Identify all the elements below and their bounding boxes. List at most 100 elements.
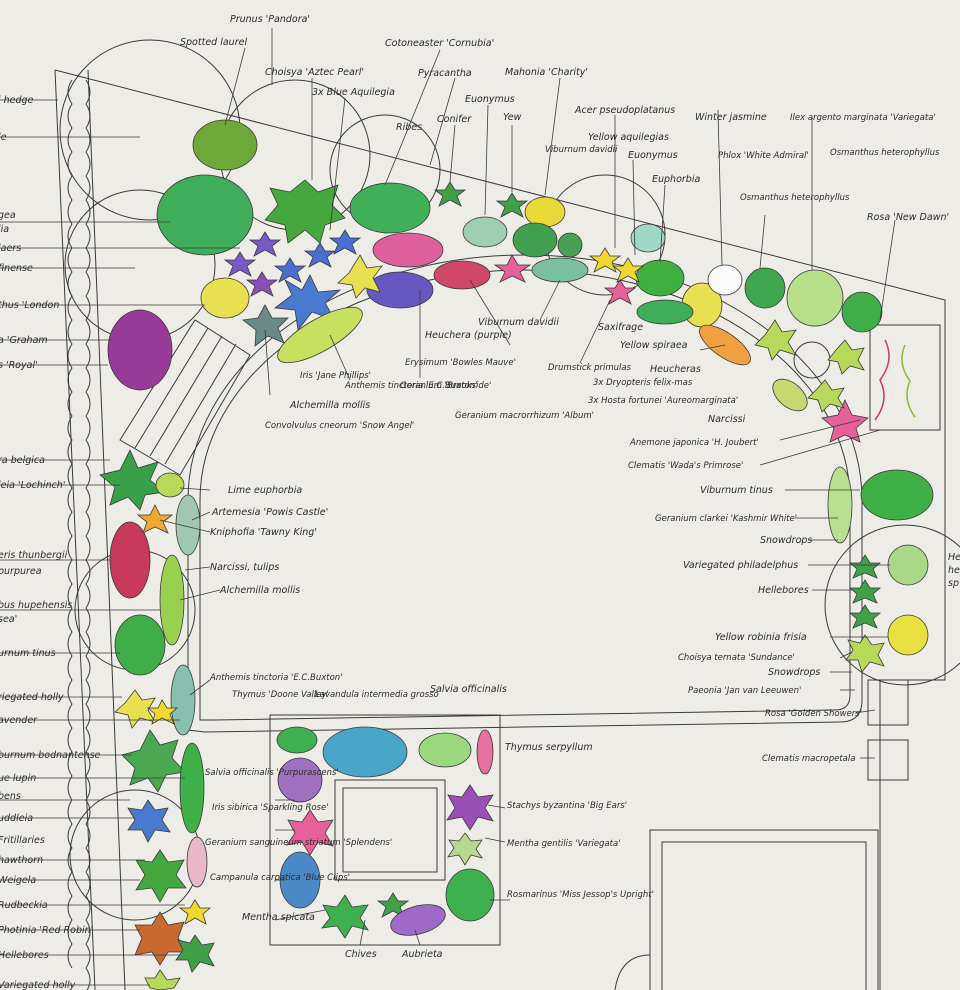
plant-gray — [241, 304, 289, 347]
plant-heuchera — [433, 260, 491, 290]
label-anemone: Anemone japonica 'H. Joubert' — [629, 438, 759, 448]
plant-drumstick — [493, 254, 532, 283]
label-buddleia: uddleia — [0, 813, 33, 824]
label-lavender: avender — [0, 715, 38, 726]
plant-spotted-laurel — [192, 119, 258, 171]
plant-rosmarinus — [445, 868, 495, 922]
plant-yew — [524, 196, 566, 228]
label-robinia: Yellow robinia frisia — [715, 632, 807, 643]
label-narcissi-1: Narcissi — [708, 414, 746, 425]
label-graham: a 'Graham — [0, 335, 48, 346]
label-hosta: 3x Hosta fortunei 'Aureomarginata' — [588, 396, 738, 406]
plant-lavandula — [322, 726, 408, 778]
plant-thymus-doone — [276, 726, 318, 754]
plant-erysimum — [366, 271, 434, 309]
plant-viburnum-2 — [557, 232, 583, 258]
label-lochinch: leia 'Lochinch' — [0, 480, 65, 491]
label-geranium-sang: Geranium sanguineum striatum 'Splendens' — [205, 838, 392, 848]
plant-anthemis — [277, 306, 363, 364]
label-variegated-philadelphus: Variegated philadelphus — [683, 560, 798, 571]
label-thymus-doone: Thymus 'Doone Valley' — [232, 690, 329, 700]
plant-viburnum — [512, 222, 558, 258]
label-paeonia: Paeonia 'Jan van Leeuwen' — [688, 686, 801, 696]
plant-climber-rose — [874, 339, 890, 421]
label-rosa-newdawn: Rosa 'New Dawn' — [867, 212, 949, 223]
herb-bed-centre — [334, 779, 446, 881]
label-erysimum: Erysimum 'Bowles Mauve' — [405, 358, 516, 368]
plant-chives-2 — [376, 892, 410, 918]
label-viburnum-tinus-r: Viburnum tinus — [700, 485, 773, 496]
label-rudbeckia: Rudbeckia — [0, 900, 48, 911]
label-lavandula: Lavandula intermedia grosso — [315, 690, 439, 700]
plant-hellebore-r3 — [848, 604, 882, 629]
label-hellebores-r: Hellebores — [758, 585, 809, 596]
label-ribes: Ribes — [396, 122, 422, 133]
plant-fern-3 — [807, 379, 845, 413]
label-hupehensis: bus hupehensis — [0, 600, 72, 611]
label-salvia-off: Salvia officinalis — [430, 684, 507, 695]
plant-hellebore-r1 — [848, 554, 882, 579]
plant-salvia-purp — [277, 757, 323, 803]
label-cotoneaster: Cotoneaster 'Cornubia' — [385, 38, 494, 49]
label-viburnum-davidii-2: Viburnum davidii — [478, 317, 559, 328]
label-thymus-serp: Thymus serpyllum — [505, 742, 593, 753]
plant-climber-clem — [901, 344, 916, 418]
plant-robinia — [887, 614, 929, 656]
plant-alchemilla — [159, 554, 185, 646]
label-lia: lia — [0, 224, 9, 235]
label-geranium-brookside: Geranium 'Brookside' — [400, 381, 491, 391]
label-pyracantha: Pyracantha — [418, 68, 472, 79]
label-bodnantense: burnum bodnantense — [0, 750, 101, 761]
label-campanula: Campanula carpatica 'Blue Clips' — [210, 873, 350, 883]
plant-buddleia — [127, 799, 171, 843]
label-phlox: Phlox 'White Admiral' — [718, 151, 809, 161]
plant-philadelphus — [887, 544, 929, 586]
label-bens: bens — [0, 791, 21, 802]
plant-mentha-gent — [447, 832, 483, 866]
plant-aubrieta — [390, 904, 446, 936]
plant-labels: i hedge le Spotted laurel Prunus 'Pandor… — [0, 14, 960, 990]
leader-lines — [0, 28, 896, 986]
plant-euonymus — [462, 216, 508, 248]
plant-stachys — [446, 784, 494, 831]
plant-euphorbia — [635, 259, 685, 297]
plant-choisya — [264, 179, 346, 244]
plant-thymus-serp — [476, 729, 494, 775]
label-ilex: Ilex argento marginata 'Variegata' — [790, 113, 936, 123]
label-blue-aquilegia: 3x Blue Aquilegia — [312, 87, 395, 98]
plant-artemesia — [175, 494, 201, 556]
plant-iris-sibirica — [286, 809, 334, 856]
label-sp-cut: sp — [948, 578, 959, 589]
plant-photinia — [134, 911, 189, 966]
plant-holly — [114, 689, 156, 729]
label-alchemilla-2: Alchemilla mollis — [219, 585, 300, 596]
clematis-box — [867, 739, 909, 781]
plant-hellebore-l — [175, 934, 215, 973]
plant-viburnum-tinus — [114, 614, 166, 676]
plant-salvia — [418, 732, 472, 768]
label-aubrieta: Aubrieta — [401, 949, 443, 960]
label-london: thus 'London — [0, 300, 59, 311]
label-royal: s 'Royal' — [0, 360, 38, 371]
plant-aquilegia-b4 — [328, 229, 362, 255]
plant-star-orange — [136, 504, 174, 534]
label-finense: finense — [0, 263, 33, 274]
label-winter-jasmine: Winter jasmine — [695, 112, 767, 123]
plant-pink-shrub — [372, 232, 444, 268]
label-mentha-spicata: Mentha spicata — [242, 912, 315, 923]
label-snowdrops-2: Snowdrops — [768, 667, 820, 678]
rose-box — [867, 679, 909, 726]
inner-boundary — [87, 69, 126, 990]
label-he2-cut: he — [948, 565, 960, 576]
plant-lime-star — [337, 254, 383, 299]
label-holly: riegated holly — [0, 692, 64, 703]
plant-snowdrops — [827, 466, 853, 544]
label-yellow-spiraea: Yellow spiraea — [620, 340, 688, 351]
label-osmanthus-2: Osmanthus heterophyllus — [740, 193, 850, 203]
plant-lavender-y — [146, 699, 179, 725]
label-acer: Acer pseudoplatanus — [574, 105, 675, 116]
plant-aquilegia-p1 — [223, 251, 257, 277]
plant-anthemis-2 — [170, 664, 196, 736]
plant-purple-left — [107, 309, 173, 391]
